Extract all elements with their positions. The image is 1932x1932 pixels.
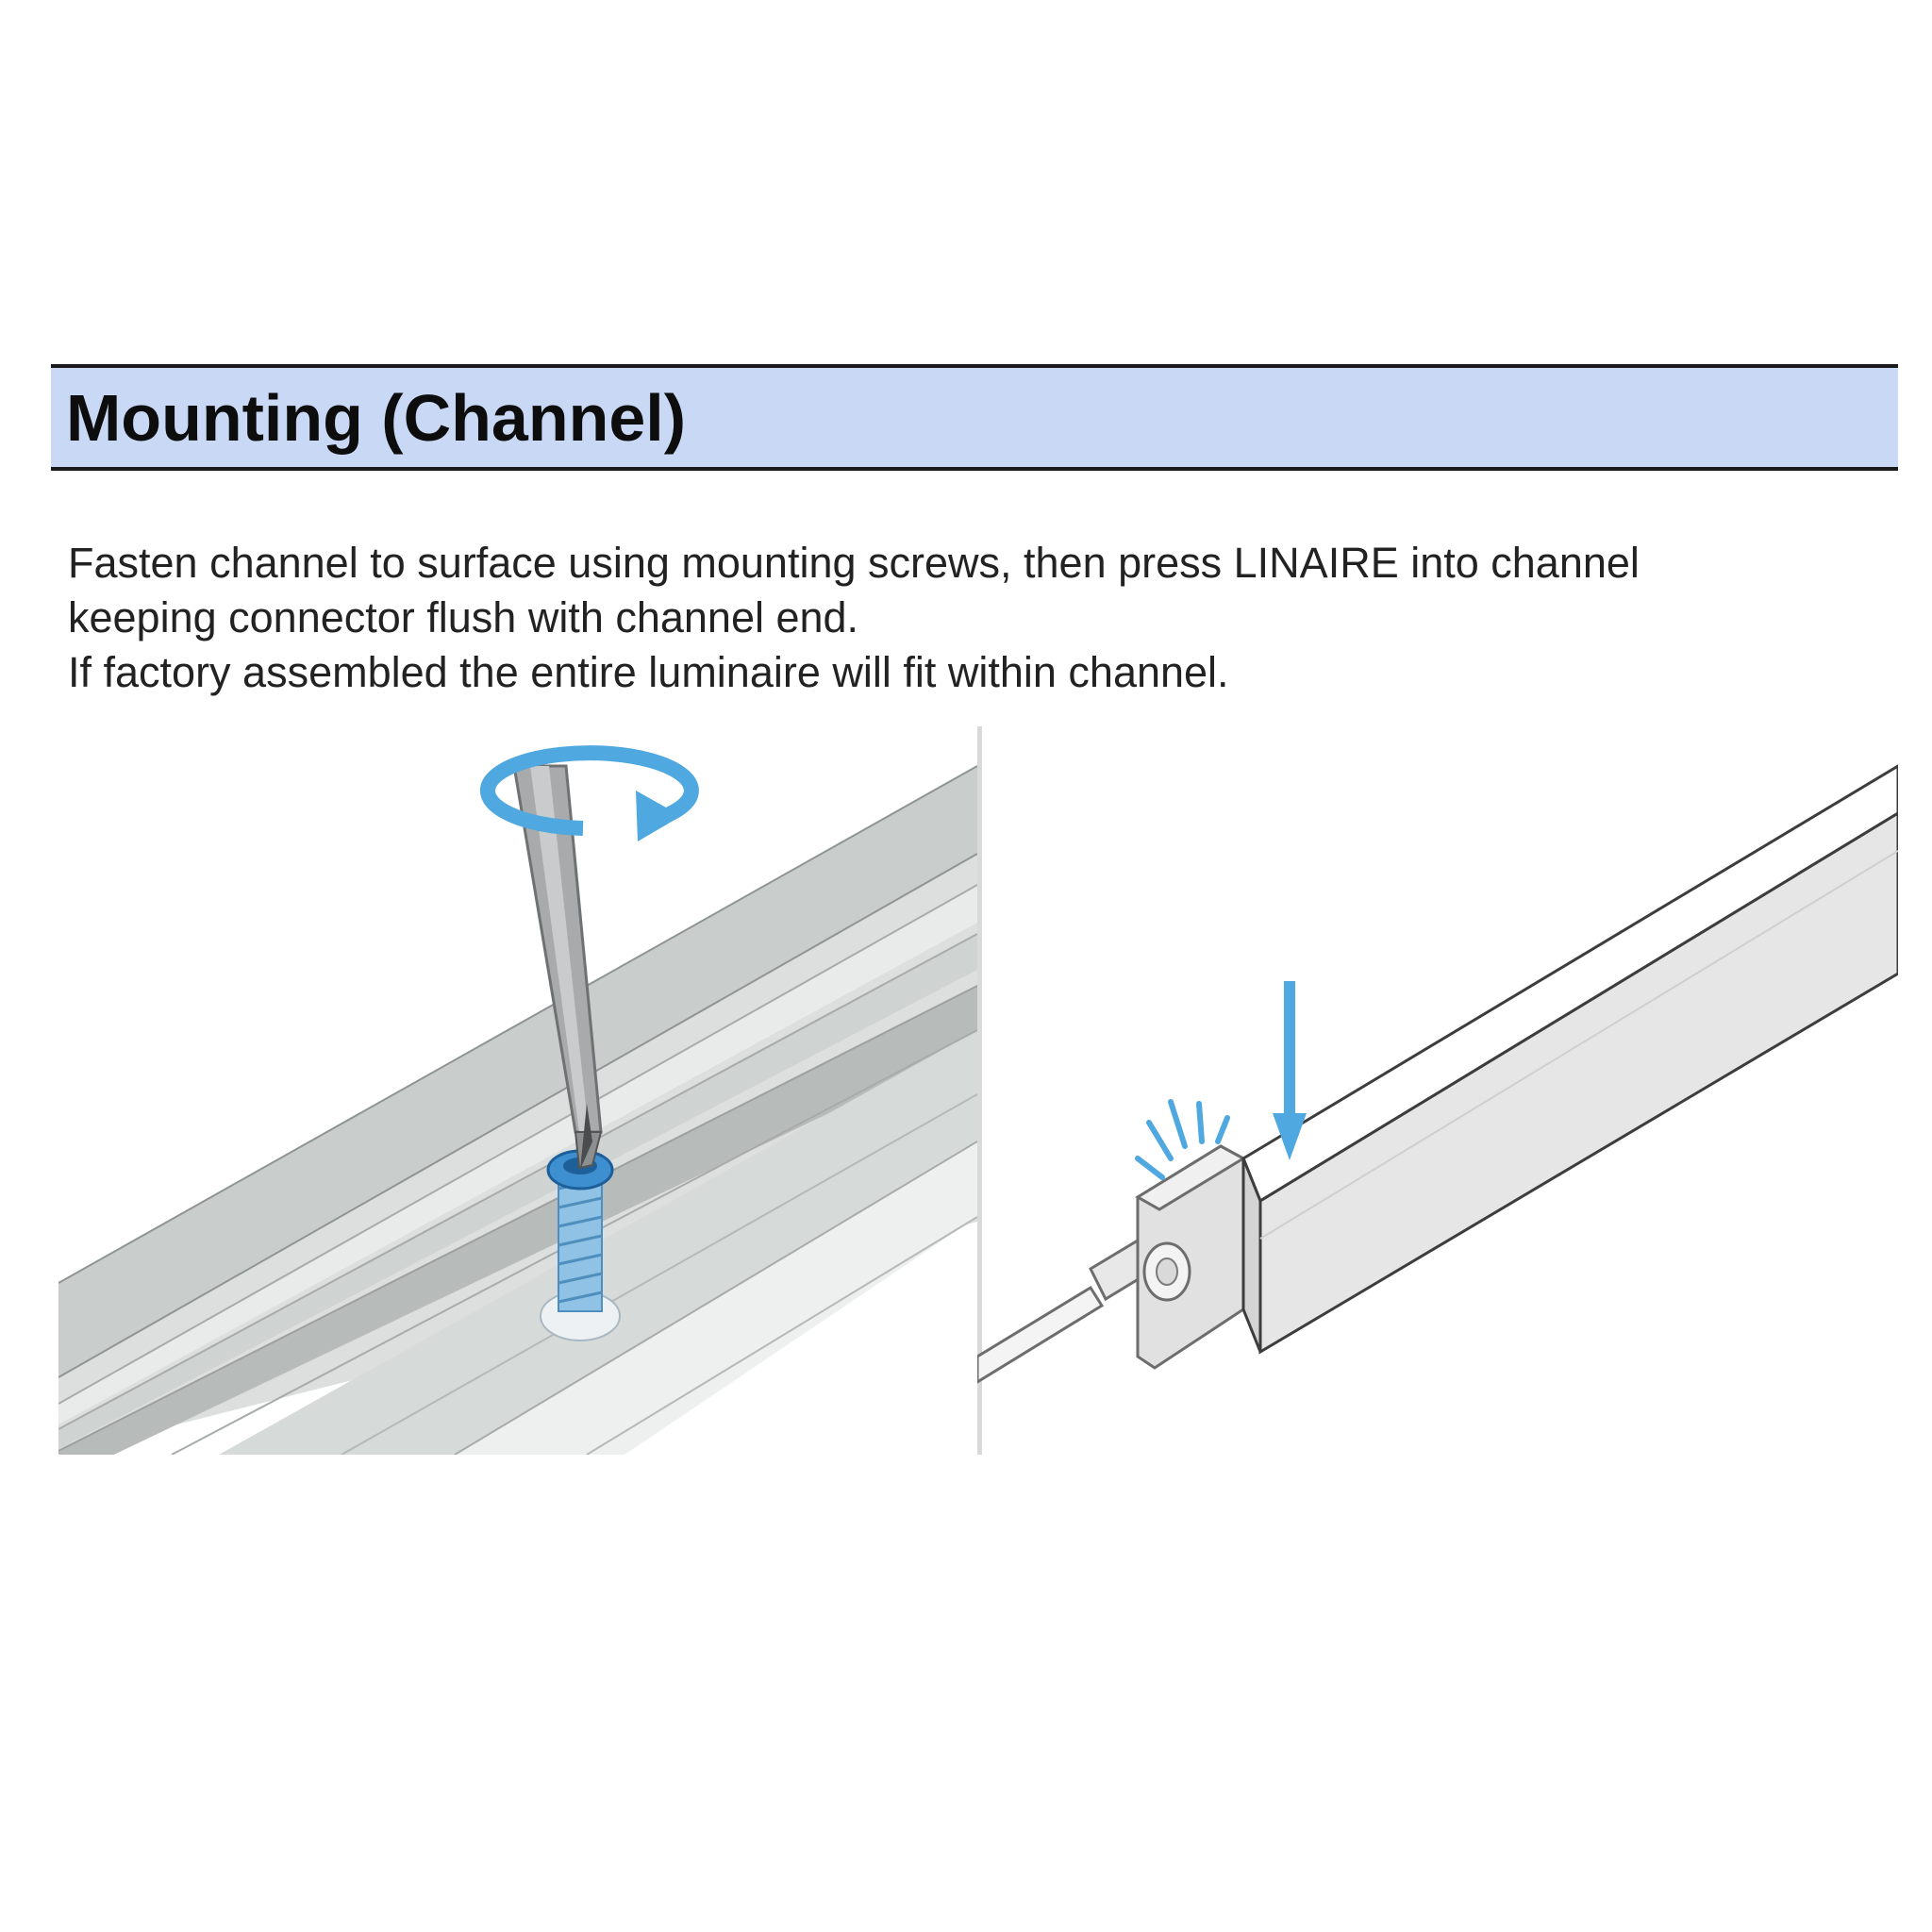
luminaire-icon: [1241, 764, 1898, 1355]
luminaire-press-illustration: [977, 726, 1898, 1455]
instruction-line-2: keeping connector flush with channel end…: [68, 593, 859, 641]
snap-click-icon: [1135, 1099, 1230, 1180]
mounting-screw-icon: [546, 1149, 614, 1312]
connector-icon: [1089, 1144, 1247, 1370]
channel-profile-icon: [58, 765, 977, 1455]
press-down-arrow-icon: [1273, 981, 1307, 1160]
instruction-text: Fasten channel to surface using mounting…: [68, 536, 1898, 700]
channel-fastening-illustration: [58, 726, 977, 1455]
section-header: Mounting (Channel): [51, 364, 1898, 471]
figure-divider: [977, 726, 982, 1455]
rotate-arrow-icon: [479, 745, 699, 841]
page-title: Mounting (Channel): [66, 380, 687, 455]
instruction-line-3: If factory assembled the entire luminair…: [68, 648, 1229, 696]
instruction-line-1: Fasten channel to surface using mounting…: [68, 539, 1640, 587]
screwdriver-icon: [512, 764, 603, 1170]
cable-icon: [977, 1285, 1105, 1384]
